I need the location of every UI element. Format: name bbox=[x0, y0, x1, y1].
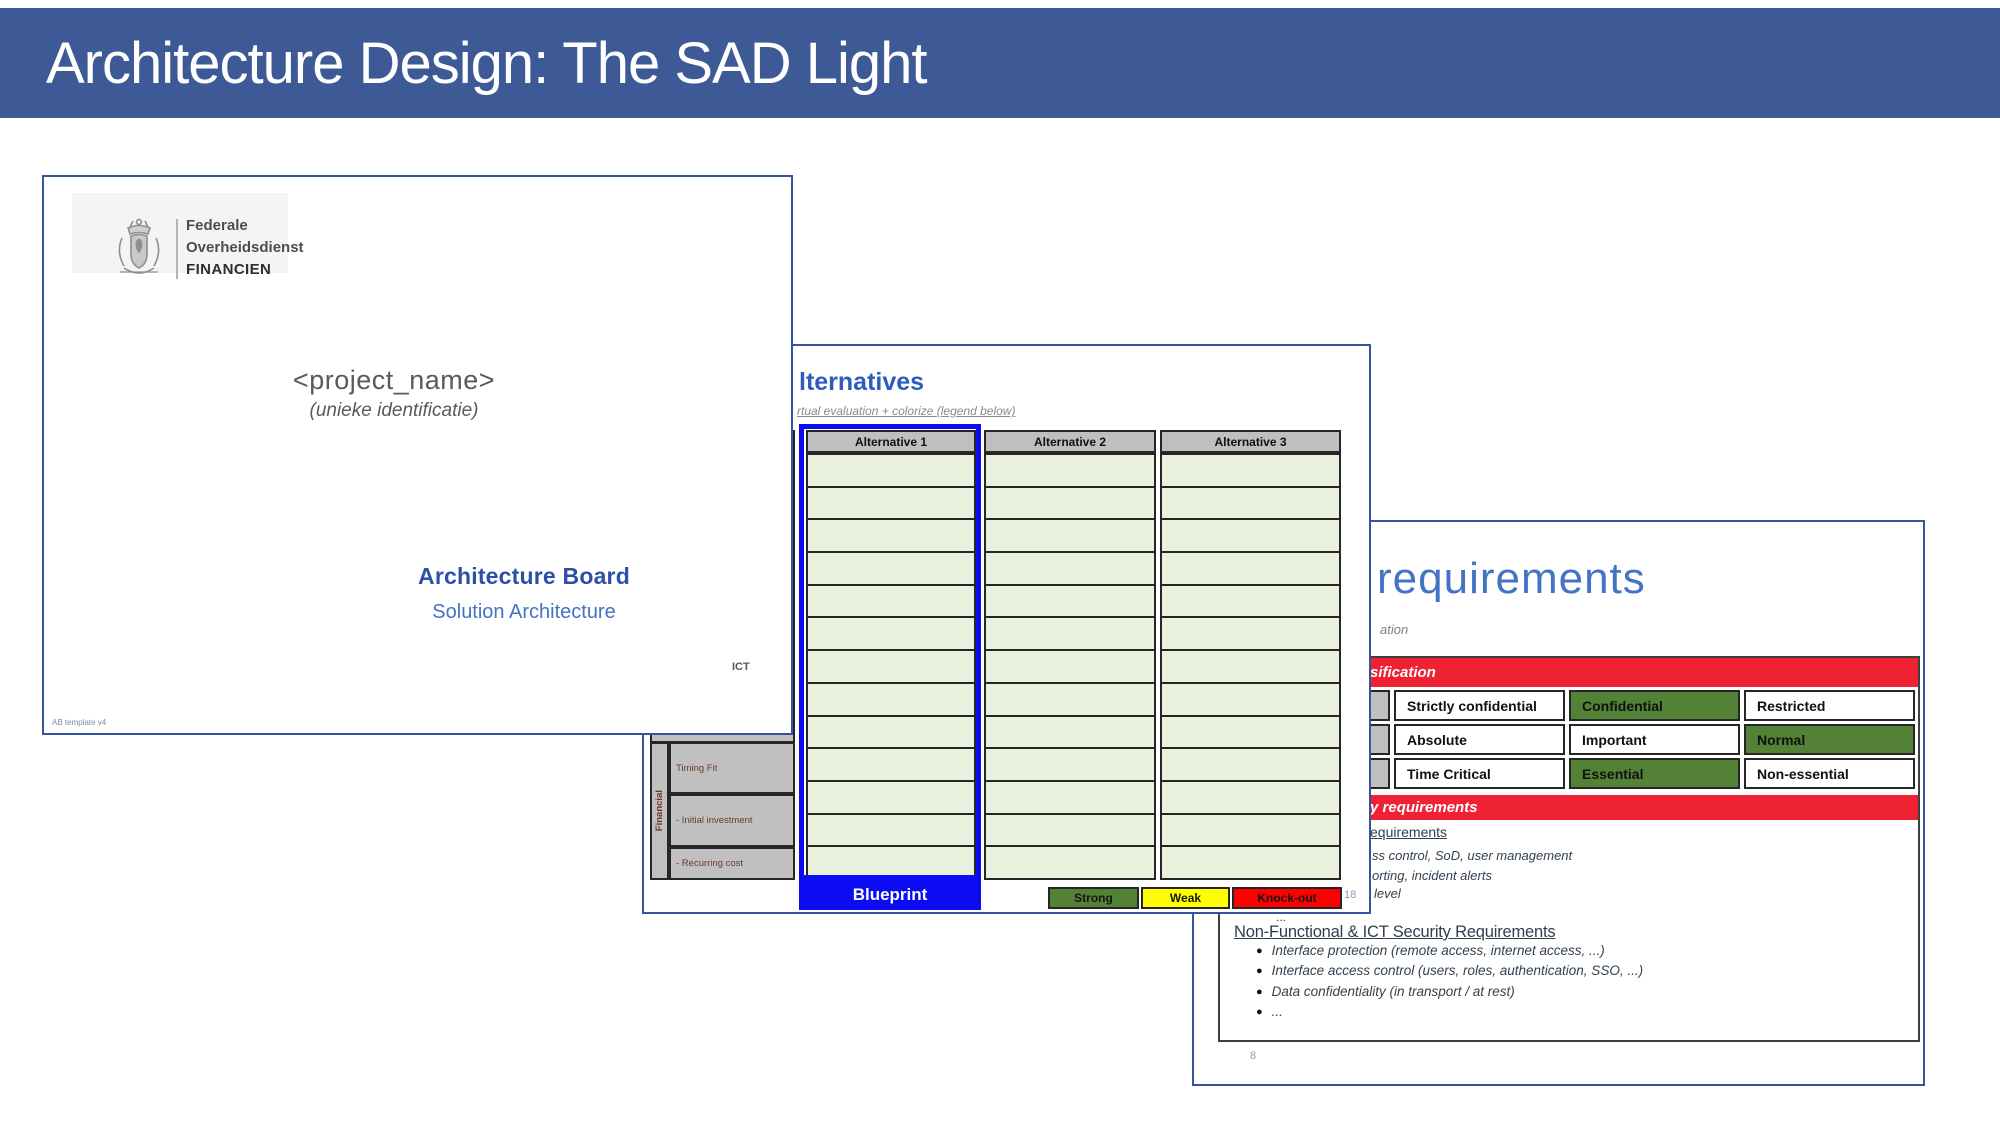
requirement-line-fragment-1: ss control, SoD, user management bbox=[1372, 848, 1573, 863]
classification-cell: Essential bbox=[1569, 758, 1740, 789]
coat-of-arms-icon bbox=[118, 218, 160, 274]
alternative-3-column bbox=[1160, 453, 1341, 880]
logo-line-1: Federale bbox=[186, 217, 248, 234]
board-title-block: Architecture Board Solution Architecture bbox=[354, 563, 694, 624]
non-functional-bullet: ●... bbox=[1256, 1004, 1283, 1020]
alternative-cell bbox=[984, 812, 1156, 848]
alternative-cell bbox=[984, 779, 1156, 815]
alternative-cell bbox=[984, 649, 1156, 684]
functional-requirements-heading-fragment: equirements bbox=[1370, 824, 1448, 840]
alternative-cell bbox=[984, 583, 1156, 619]
project-title-block: <project_name> (unieke identificatie) bbox=[154, 365, 634, 422]
requirement-line-fragment-3: level bbox=[1374, 886, 1401, 901]
logo-line-3: FINANCIEN bbox=[186, 261, 272, 278]
alternative-cell bbox=[1160, 616, 1341, 652]
non-functional-bullet: ●Interface access control (users, roles,… bbox=[1256, 963, 1644, 979]
requirements-title: requirements bbox=[1377, 554, 1646, 603]
fod-financien-logo: Federale Overheidsdienst FINANCIEN bbox=[72, 193, 304, 279]
classification-cell: Time Critical bbox=[1394, 758, 1565, 789]
non-functional-bullet-list: ●Interface protection (remote access, in… bbox=[1256, 941, 1643, 1023]
non-functional-heading: Non-Functional & ICT Security Requiremen… bbox=[1234, 923, 1556, 941]
alternative-cell bbox=[984, 747, 1156, 782]
requirements-subtitle: ation bbox=[1380, 622, 1409, 637]
legend-knock-out: Knock-out bbox=[1232, 887, 1342, 909]
alternative-cell bbox=[1160, 453, 1341, 488]
non-functional-bullet: ●Data confidentiality (in transport / at… bbox=[1256, 983, 1515, 999]
alternative-cell bbox=[984, 518, 1156, 554]
page-title: Architecture Design: The SAD Light bbox=[46, 31, 927, 96]
alternative-cell bbox=[1160, 551, 1341, 586]
logo-line-2: Overheidsdienst bbox=[186, 239, 304, 256]
logo-divider bbox=[176, 219, 178, 279]
alternative-cell bbox=[984, 714, 1156, 750]
row-label-timing-fit: Timing Fit bbox=[669, 742, 795, 794]
row-label-initial-investment: - Initial investment bbox=[669, 794, 795, 847]
alternative-cell bbox=[1160, 747, 1341, 782]
blueprint-tag: Blueprint bbox=[799, 880, 981, 910]
title-banner: Architecture Design: The SAD Light bbox=[0, 8, 2000, 118]
alternative-cell bbox=[984, 616, 1156, 652]
alternative-cell bbox=[984, 845, 1156, 880]
project-name-placeholder: <project_name> bbox=[292, 365, 496, 395]
logo-wordmark: Federale Overheidsdienst FINANCIEN bbox=[186, 215, 304, 281]
classification-cell: Confidential bbox=[1569, 690, 1740, 721]
alternative-cell bbox=[984, 551, 1156, 586]
alternative-1-column bbox=[806, 453, 976, 880]
alternative-cell bbox=[1160, 649, 1341, 684]
alternative-cell bbox=[984, 453, 1156, 488]
legend-strong: Strong bbox=[1048, 887, 1139, 909]
alternative-cell bbox=[984, 485, 1156, 521]
row-group-label: Financial bbox=[654, 790, 665, 832]
alternative-cell bbox=[984, 681, 1156, 717]
column-header-alternative-1: Alternative 1 bbox=[806, 430, 976, 453]
row-group-cell: Financial bbox=[650, 742, 669, 880]
non-functional-bullet: ●Interface protection (remote access, in… bbox=[1256, 943, 1605, 958]
architecture-board-title: Architecture Board bbox=[418, 563, 630, 589]
alternatives-subtitle: rtual evaluation + colorize (legend belo… bbox=[797, 404, 1016, 418]
alternative-cell bbox=[1160, 518, 1341, 554]
slide2-page-number: 18 bbox=[1344, 889, 1357, 901]
selected-alternative-highlight bbox=[799, 424, 981, 880]
alternative-cell bbox=[1160, 845, 1341, 880]
alternatives-title: lternatives bbox=[799, 368, 925, 396]
alternative-cell bbox=[806, 747, 976, 782]
alternative-cell bbox=[1160, 583, 1341, 619]
template-version-footer: AB template v4 bbox=[52, 718, 107, 727]
alternative-cell bbox=[806, 649, 976, 684]
slide-thumbnail-title-page: Federale Overheidsdienst FINANCIEN <proj… bbox=[42, 175, 793, 735]
classification-cell: Absolute bbox=[1394, 724, 1565, 755]
classification-cell: Important bbox=[1569, 724, 1740, 755]
alternative-cell bbox=[1160, 681, 1341, 717]
classification-cell: Normal bbox=[1744, 724, 1915, 755]
row-label-recurring-cost: - Recurring cost bbox=[669, 847, 795, 880]
alternative-cell bbox=[1160, 779, 1341, 815]
slide3-page-number: 8 bbox=[1250, 1050, 1257, 1062]
alternative-cell bbox=[1160, 812, 1341, 848]
classification-cell: Non-essential bbox=[1744, 758, 1915, 789]
legend-weak: Weak bbox=[1141, 887, 1230, 909]
alternative-cell bbox=[806, 453, 976, 488]
requirement-ellipsis: ... bbox=[1276, 910, 1287, 924]
column-header-alternative-2: Alternative 2 bbox=[984, 430, 1156, 453]
classification-cell: Restricted bbox=[1744, 690, 1915, 721]
project-identifier: (unieke identificatie) bbox=[309, 400, 479, 421]
solution-architecture-subtitle: Solution Architecture bbox=[432, 601, 616, 623]
alternative-2-column bbox=[984, 453, 1156, 880]
alternative-cell bbox=[1160, 485, 1341, 521]
alternative-cell bbox=[1160, 714, 1341, 750]
column-header-alternative-3: Alternative 3 bbox=[1160, 430, 1341, 453]
requirement-line-fragment-2: orting, incident alerts bbox=[1372, 868, 1492, 883]
ict-label: ICT bbox=[732, 661, 750, 673]
classification-cell: Strictly confidential bbox=[1394, 690, 1565, 721]
